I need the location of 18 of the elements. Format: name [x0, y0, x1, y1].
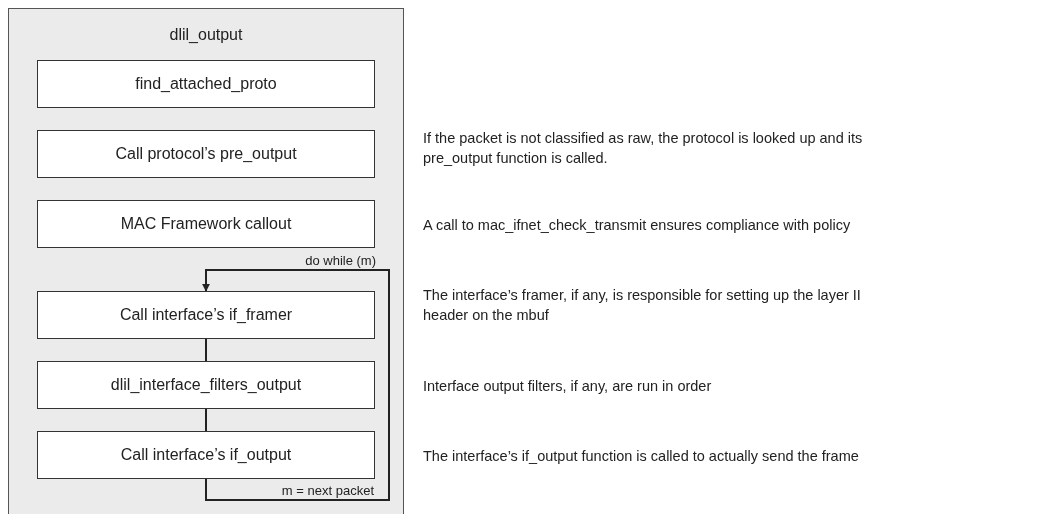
- process-box: Call protocol’s pre_output: [37, 130, 375, 178]
- process-box: Call interface’s if_framer: [37, 291, 375, 339]
- process-box: dlil_interface_filters_output: [37, 361, 375, 409]
- description-note: Interface output filters, if any, are run in order: [423, 377, 712, 396]
- description-note: The interface’s framer, if any, is responsible for setting up the layer II header on the mbuf: [423, 286, 862, 325]
- connector-line: [205, 408, 207, 432]
- container-title: dlil_output: [168, 25, 244, 45]
- loop-label: do while (m): [304, 254, 377, 267]
- description-note: If the packet is not classified as raw, the protocol is looked up and its pre_output function is called.: [423, 129, 864, 168]
- process-box: Call interface’s if_output: [37, 431, 375, 479]
- description-note: The interface’s if_output function is called to actually send the frame: [423, 447, 859, 466]
- process-box: MAC Framework callout: [37, 200, 375, 248]
- description-note: A call to mac_ifnet_check_transmit ensures compliance with policy: [423, 216, 851, 235]
- function-container: [8, 8, 404, 514]
- edge-label: m = next packet: [280, 484, 375, 497]
- process-box: find_attached_proto: [37, 60, 375, 108]
- loop-arrow: [202, 269, 390, 501]
- connector-line: [205, 338, 207, 362]
